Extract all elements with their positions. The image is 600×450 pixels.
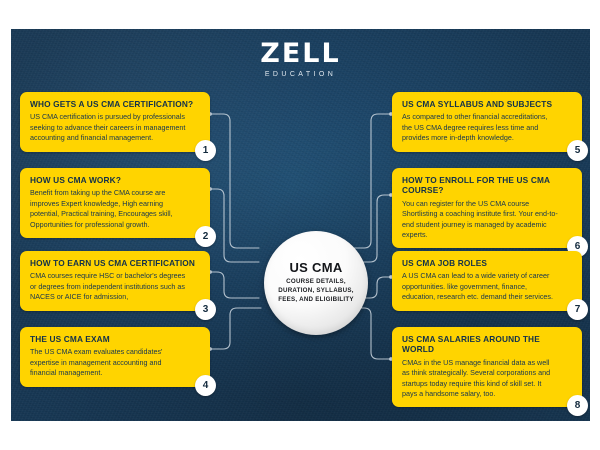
card-1[interactable]: WHO GETS A US CMA CERTIFICATION? US CMA … xyxy=(20,92,216,161)
brand-wordmark: ZELL xyxy=(260,38,341,69)
card-5[interactable]: US CMA SYLLABUS AND SUBJECTS As compared… xyxy=(392,92,588,161)
card-8-body: CMAs in the US manage financial data as … xyxy=(402,357,551,399)
hub-title: US CMA xyxy=(289,260,343,276)
card-4-number-badge: 4 xyxy=(195,374,216,396)
card-4[interactable]: THE US CMA EXAM The US CMA exam evaluate… xyxy=(20,327,216,396)
card-6-body: You can register for the US CMA course S… xyxy=(402,198,558,240)
card-6-title: HOW TO ENROLL FOR THE US CMA COURSE? xyxy=(402,175,550,196)
card-2-number-badge: 2 xyxy=(195,226,216,248)
card-3-number-badge: 3 xyxy=(195,298,216,320)
card-2-title: HOW US CMA WORK? xyxy=(30,175,122,185)
card-3-body: CMA courses require HSC or bachelor's de… xyxy=(30,271,186,302)
card-7-number-badge: 7 xyxy=(567,298,588,320)
card-2[interactable]: HOW US CMA WORK? Benefit from taking up … xyxy=(20,168,216,248)
center-hub: US CMA COURSE DETAILS, DURATION, SYLLABU… xyxy=(264,231,368,335)
hub-subtitle: COURSE DETAILS, DURATION, SYLLABUS, FEES… xyxy=(278,278,354,303)
brand-tagline: EDUCATION xyxy=(264,71,337,78)
card-5-number-badge: 5 xyxy=(567,139,588,161)
card-7-body: A US CMA can lead to a wide variety of c… xyxy=(402,271,554,302)
card-1-body: US CMA certification is pursued by profe… xyxy=(30,112,186,143)
card-8-title: US CMA SALARIES AROUND THE WORLD xyxy=(402,334,540,355)
card-7-title: US CMA JOB ROLES xyxy=(402,258,488,268)
brand-logo: ZELL EDUCATION xyxy=(11,40,590,78)
card-4-body: The US CMA exam evaluates candidates' ex… xyxy=(30,347,163,378)
card-5-title: US CMA SYLLABUS AND SUBJECTS xyxy=(402,99,553,109)
card-1-number-badge: 1 xyxy=(195,139,216,161)
card-3[interactable]: HOW TO EARN US CMA CERTIFICATION CMA cou… xyxy=(20,251,216,320)
card-3-title: HOW TO EARN US CMA CERTIFICATION xyxy=(30,258,196,268)
card-1-title: WHO GETS A US CMA CERTIFICATION? xyxy=(30,99,194,109)
card-8-number-badge: 8 xyxy=(567,395,588,417)
card-4-title: THE US CMA EXAM xyxy=(30,334,110,344)
card-8[interactable]: US CMA SALARIES AROUND THE WORLD CMAs in… xyxy=(392,327,588,417)
card-6[interactable]: HOW TO ENROLL FOR THE US CMA COURSE? You… xyxy=(392,168,588,258)
card-5-body: As compared to other financial accredita… xyxy=(402,112,548,143)
infographic-panel: WHO GETS A US CMA CERTIFICATION? US CMA … xyxy=(11,29,590,421)
card-2-body: Benefit from taking up the CMA course ar… xyxy=(30,188,173,229)
card-7[interactable]: US CMA JOB ROLES A US CMA can lead to a … xyxy=(392,251,588,320)
